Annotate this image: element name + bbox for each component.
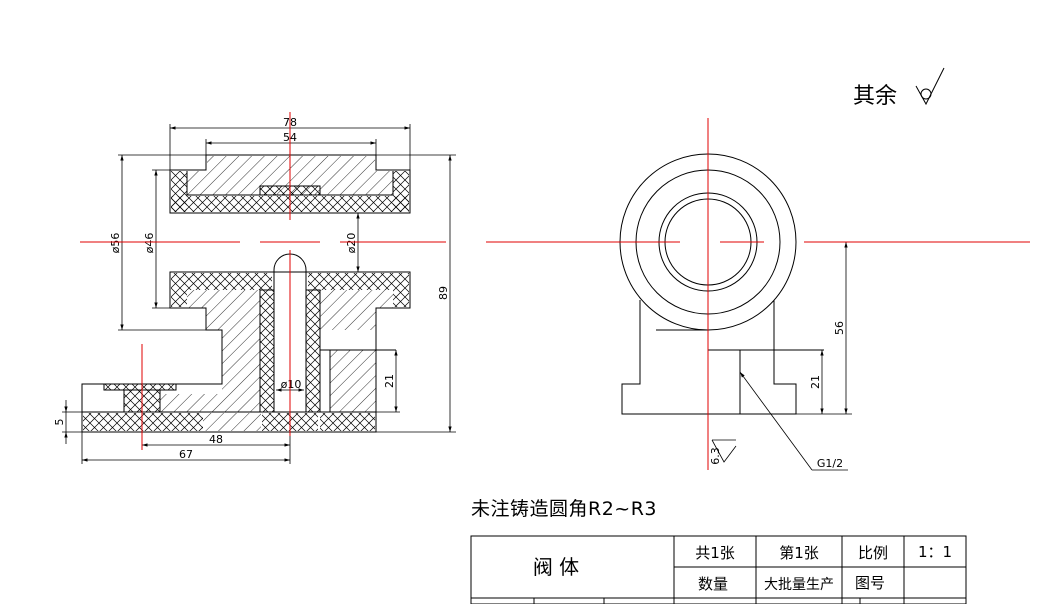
dim-67: 67 <box>179 448 193 461</box>
base-cross-right <box>320 413 375 431</box>
dim-dia10: ø10 <box>281 378 302 391</box>
quantity-label: 数量 <box>698 575 728 593</box>
bore-sleeve-right <box>305 289 321 413</box>
total-sheets: 共1张 <box>695 544 735 562</box>
dim-89: 89 <box>437 286 450 300</box>
dim-dia46: ø46 <box>143 233 156 254</box>
left-boss-top <box>103 383 177 391</box>
body-hatch-right-low <box>330 350 376 412</box>
dim-21-left: 21 <box>383 374 396 388</box>
bore-sleeve-left <box>259 289 275 413</box>
base-plate <box>81 411 377 433</box>
roughness-symbol <box>711 439 737 463</box>
part-name: 阀 体 <box>533 555 579 579</box>
dim-21-right: 21 <box>809 375 822 389</box>
general-roughness-symbol <box>915 67 945 106</box>
dim-56: 56 <box>833 321 846 335</box>
section-view <box>81 154 411 433</box>
title-block-text: 阀 体 共1张 第1张 比例 1：1 数量 大批量生产 图号 <box>533 543 952 593</box>
title-block <box>470 535 967 604</box>
fillet-note: 未注铸造圆角R2~R3 <box>471 498 658 520</box>
body-hatch-left <box>160 290 260 412</box>
side-dimensions <box>711 242 852 471</box>
dim-dia20: ø20 <box>345 233 358 254</box>
dim-48: 48 <box>209 433 223 446</box>
roughness-note: 其余 <box>853 84 898 109</box>
top-cap-outline <box>169 154 411 214</box>
sheet-number: 第1张 <box>779 544 819 562</box>
base-cross-left <box>83 413 203 431</box>
drawing-number-label: 图号 <box>855 574 885 592</box>
production-type: 大批量生产 <box>764 577 834 593</box>
side-view <box>619 153 824 415</box>
dim-dia56: ø56 <box>109 233 122 254</box>
side-body <box>621 300 797 415</box>
body-hatch-right <box>320 290 393 330</box>
dim-6-3: 6.3 <box>709 447 722 465</box>
dim-g12: G1/2 <box>817 457 843 470</box>
scale-label: 比例 <box>858 544 888 562</box>
dim-5: 5 <box>53 419 66 426</box>
side-dim-labels: 56 21 6.3 G1/2 <box>709 321 846 470</box>
base-hatch <box>203 413 261 431</box>
scale-value: 1：1 <box>918 543 952 561</box>
centerlines <box>80 112 1030 470</box>
